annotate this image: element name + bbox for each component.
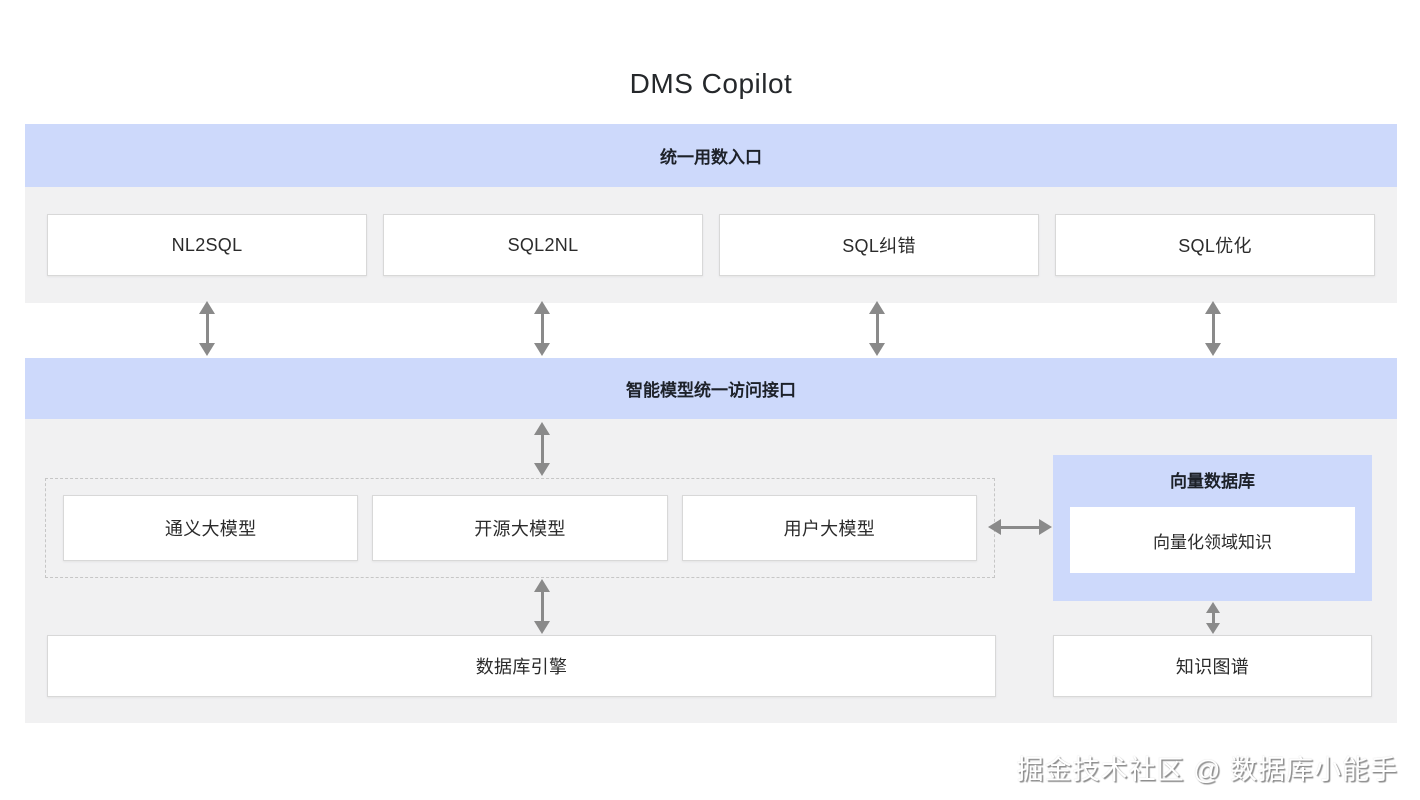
double-arrow-api-models-icon (534, 422, 550, 476)
node-sql2nl: SQL2NL (383, 214, 703, 276)
models-group: 通义大模型 开源大模型 用户大模型 (45, 478, 995, 578)
node-tongyi-model: 通义大模型 (63, 495, 359, 561)
entry-feature-row: NL2SQL SQL2NL SQL纠错 SQL优化 (47, 214, 1375, 276)
entry-section-header: 统一用数入口 (25, 124, 1397, 187)
node-nl2sql: NL2SQL (47, 214, 367, 276)
double-arrow-sql-optimization-icon (1205, 301, 1221, 356)
double-arrow-vectordb-kg-icon (1205, 602, 1221, 634)
double-arrow-sql-correction-icon (869, 301, 885, 356)
node-sql-correction: SQL纠错 (719, 214, 1039, 276)
double-arrow-models-engine-icon (534, 579, 550, 634)
model-section-header: 智能模型统一访问接口 (25, 358, 1397, 419)
node-user-model: 用户大模型 (681, 495, 977, 561)
node-sql-optimization: SQL优化 (1055, 214, 1375, 276)
double-arrow-sql2nl-icon (534, 301, 550, 356)
model-section-body: 通义大模型 开源大模型 用户大模型 向量数据库 向量化领域知识 数据库引擎 知识… (25, 419, 1397, 723)
node-knowledge-graph: 知识图谱 (1053, 635, 1372, 697)
entry-section-body: NL2SQL SQL2NL SQL纠错 SQL优化 (25, 187, 1397, 303)
vector-db-panel: 向量数据库 向量化领域知识 (1053, 455, 1372, 601)
vector-db-title: 向量数据库 (1170, 472, 1255, 491)
watermark: 掘金技术社区 @ 数据库小能手 (1016, 755, 1398, 785)
node-database-engine: 数据库引擎 (47, 635, 996, 697)
double-arrow-nl2sql-icon (199, 301, 215, 356)
page-title: DMS Copilot (629, 68, 793, 99)
node-opensource-model: 开源大模型 (372, 495, 668, 561)
node-vectorized-domain-knowledge: 向量化领域知识 (1070, 507, 1355, 573)
double-arrow-model-vectordb-icon (988, 519, 1052, 535)
